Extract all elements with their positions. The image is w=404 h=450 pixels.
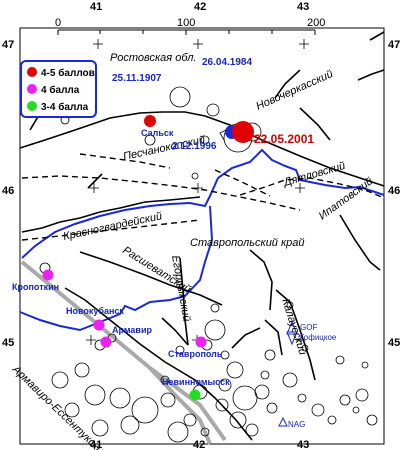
station-gof-triangle2-icon: [286, 331, 298, 346]
city-kropotkin: Кропоткин: [12, 282, 59, 292]
faults-dashed: [21, 153, 385, 241]
date-1907: 25.11.1907: [112, 73, 162, 84]
lon-bottom-42: 42: [193, 439, 205, 450]
lat-left-46: 46: [2, 185, 14, 197]
salsk-epicenter: [144, 115, 156, 127]
label-rostov-region: Ростовская обл.: [110, 52, 197, 64]
date-1984: 26.04.1984: [202, 57, 252, 68]
lat-right-47: 47: [388, 39, 400, 51]
lat-left-47: 47: [2, 39, 14, 51]
date-2001: 22.05.2001: [254, 132, 314, 146]
main-epicenter-2001: [225, 121, 254, 143]
legend-swatch-4-5: [27, 67, 37, 77]
lon-bottom-41: 41: [90, 439, 102, 450]
lon-top-41: 41: [90, 1, 102, 13]
label-stavropol-region: Ставропольский край: [190, 237, 305, 249]
lat-right-46: 46: [388, 185, 400, 197]
novokubansk-epicenter: [93, 319, 105, 331]
legend-swatch-4: [27, 84, 37, 94]
station-nag-triangle-icon: [278, 416, 288, 427]
station-gof-label: GOF: [300, 323, 317, 332]
lon-top-42: 42: [194, 1, 206, 13]
lon-top-43: 43: [297, 1, 309, 13]
station-nag-label: NAG: [288, 420, 305, 429]
scale-bar: 0 100 200: [55, 17, 325, 35]
city-salsk: Сальск: [141, 128, 174, 138]
main-road: [20, 260, 227, 445]
city-nevinnomyssk: Невинномысск: [162, 377, 230, 387]
lat-right-45: 45: [388, 337, 400, 349]
station-goficko-label: Гофицкое: [300, 333, 337, 342]
lon-bottom-43: 43: [297, 439, 309, 450]
arrow-1996: [219, 129, 227, 141]
legend-swatch-3-4: [27, 101, 37, 111]
legend: 4-5 баллов 4 балла 3-4 балла: [20, 60, 97, 118]
legend-label-3-4: 3-4 балла: [41, 101, 89, 113]
faults-solid: [19, 31, 385, 441]
legend-label-4: 4 балла: [41, 84, 80, 96]
date-1996: 2.12.1996: [172, 141, 217, 152]
scale-tick-200: 200: [307, 17, 325, 29]
legend-label-4-5: 4-5 баллов: [41, 67, 95, 79]
station-gof-triangle-icon: [286, 320, 298, 335]
scale-tick-100: 100: [177, 17, 195, 29]
city-armavir: Армавир: [112, 325, 152, 335]
city-stavropol: Ставрополь: [168, 349, 223, 359]
city-novokubansk: Новокубанск: [66, 306, 124, 316]
legend-box: [20, 60, 97, 118]
stavropol-epicenter: [195, 336, 207, 348]
lat-left-45: 45: [2, 337, 14, 349]
kropotkin-epicenter: [42, 269, 54, 281]
region-border: [19, 148, 385, 332]
scale-tick-0: 0: [55, 17, 61, 29]
armavir-epicenter: [100, 336, 112, 348]
nevinnomyssk-epicenter: [189, 389, 201, 401]
